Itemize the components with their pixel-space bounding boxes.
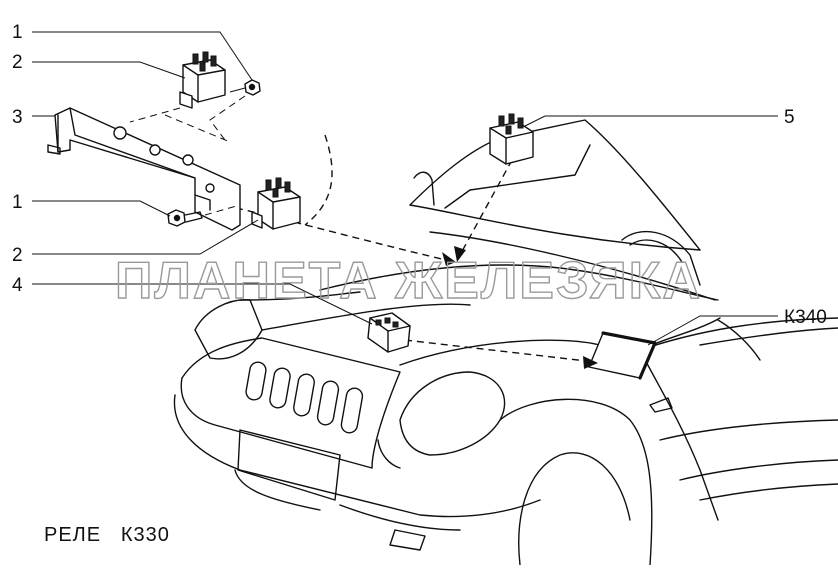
callout-1-bottom: 1 xyxy=(12,192,23,213)
nut-bottom xyxy=(167,209,203,227)
callout-4: 4 xyxy=(12,275,23,296)
callout-5: 5 xyxy=(784,107,795,128)
figure-caption: РЕЛЕ К330 xyxy=(44,524,170,546)
relay-bracket xyxy=(47,107,241,231)
callout-1-top: 1 xyxy=(12,22,23,43)
guide-line-bottom xyxy=(204,204,241,216)
relay-4 xyxy=(367,312,411,353)
dashed-arrow-relay-5 xyxy=(459,159,513,256)
arrow-head-relay-4 xyxy=(583,356,598,369)
guide-line-top-c xyxy=(164,114,231,143)
guide-line-top-a xyxy=(129,107,181,123)
leader-lines xyxy=(32,31,778,346)
car-illustration xyxy=(173,119,838,566)
arrow-head-relay-5 xyxy=(454,246,466,262)
callout-2-top: 2 xyxy=(12,52,23,73)
watermark-text: ПЛАНЕТА ЖЕЛЕЗЯКА xyxy=(115,252,702,310)
nut-top xyxy=(229,79,261,96)
relay-5 xyxy=(489,113,534,165)
relay-top xyxy=(179,51,226,109)
relay-k340-box xyxy=(588,331,657,380)
relay-bottom xyxy=(251,177,301,230)
grille xyxy=(245,361,364,434)
callout-3: 3 xyxy=(12,107,23,128)
dashed-arrow-bracket xyxy=(235,207,456,263)
callout-2-bottom: 2 xyxy=(12,245,23,266)
callout-k340: К340 xyxy=(784,307,827,328)
cutaway-curve xyxy=(304,134,333,226)
guide-line-top-b xyxy=(209,95,246,141)
arrow-head-bracket xyxy=(442,252,456,266)
dashed-arrow-relay-4 xyxy=(404,339,596,363)
